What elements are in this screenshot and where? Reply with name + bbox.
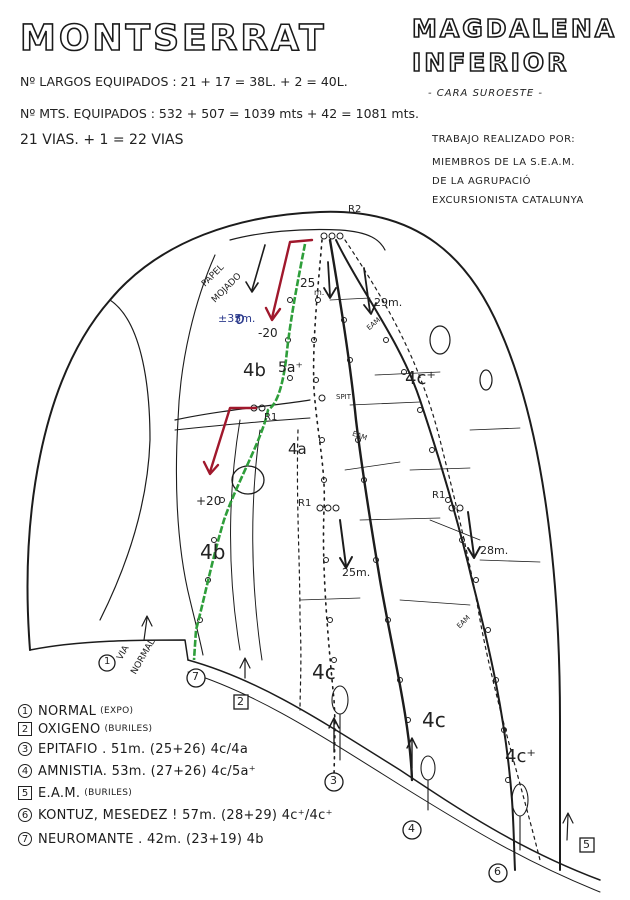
- route-5-line: [344, 239, 541, 861]
- length-28: 28m.: [480, 544, 509, 557]
- legend-item-6: 6 KONTUZ, MESEDEZ ! 57m. (28+29) 4c⁺/4c⁺: [18, 804, 333, 826]
- legend-number: 3: [18, 742, 32, 756]
- credits-line-3: DE LA AGRUPACIÓ: [432, 176, 532, 187]
- legend-label: E.A.M.: [38, 785, 81, 801]
- blue-pen-mark: [235, 314, 245, 325]
- credits-line-1: TRABAJO REALIZADO POR:: [432, 134, 576, 145]
- legend-item-2: 2 OXIGENO (BURILES): [18, 718, 152, 740]
- legend-label: AMNISTIA. 53m. (27+26) 4c/5a⁺: [38, 763, 256, 779]
- grade-4c-a: 4c: [312, 660, 336, 684]
- route-7-green: [192, 243, 307, 661]
- route-4-line: [328, 238, 414, 782]
- grade-4a: 4a: [288, 440, 307, 458]
- label-plus35: ±35m.: [218, 312, 256, 325]
- arrow-4: [339, 519, 347, 567]
- legend-item-4: 4 AMNISTIA. 53m. (27+26) 4c/5a⁺: [18, 760, 256, 782]
- legend-label: EPITAFIO . 51m. (25+26) 4c/4a: [38, 741, 249, 757]
- legend-note: (BURILES): [104, 724, 153, 734]
- route-2-line: [296, 429, 302, 711]
- buttress-line-2: [177, 254, 216, 421]
- marker-num-7: 7: [192, 670, 199, 683]
- descent-arrows: [202, 238, 314, 476]
- legend-label: OXIGENO: [38, 721, 101, 737]
- arrow-2: [327, 261, 331, 297]
- belay-r1-b: R1: [298, 498, 312, 509]
- ledge-line-2: [174, 417, 311, 431]
- ground-slope-2: [187, 671, 601, 893]
- legend-item-7: 7 NEUROMANTE . 42m. (23+19) 4b: [18, 828, 264, 850]
- length-25b: 25m.: [342, 566, 371, 579]
- marker-num-5: 5: [583, 838, 590, 851]
- stats-vias: 21 VIAS. + 1 = 22 VIAS: [20, 132, 184, 148]
- legend-number: 1: [18, 704, 32, 718]
- marker-num-6: 6: [494, 865, 501, 878]
- buttress-line-3: [175, 419, 204, 656]
- marker-num-3: 3: [330, 774, 337, 787]
- label-plus20: +20: [196, 494, 222, 508]
- legend-number: 2: [18, 722, 32, 736]
- belay-r2: R2: [348, 204, 362, 215]
- buttress-line-4: [230, 419, 241, 651]
- title-montserrat: MONTSERRAT: [19, 17, 327, 60]
- arrow-3: [363, 267, 371, 313]
- belay-r1-c: R1: [432, 490, 446, 501]
- buttress-line-1: [99, 299, 151, 621]
- arrow-5: [467, 511, 475, 557]
- arrow-1: [251, 244, 266, 291]
- subtitle-cara-suroeste: - CARA SUROESTE -: [428, 88, 543, 99]
- grade-5a: 5a⁺: [278, 360, 303, 376]
- legend-item-5: 5 E.A.M. (BURILES): [18, 782, 132, 804]
- label-spit: SPIT: [336, 393, 352, 401]
- ground-slope: [187, 659, 601, 881]
- buttress-line-5: [252, 429, 263, 661]
- belay-r1-a: R1: [264, 412, 278, 423]
- legend-number: 6: [18, 808, 32, 822]
- marker-num-4: 4: [408, 822, 415, 835]
- title-magdalena: MAGDALENA: [411, 13, 618, 44]
- bolts: [197, 232, 511, 783]
- marker-num-2: 2: [237, 695, 244, 708]
- title-inferior: INFERIOR: [411, 47, 570, 78]
- legend-label: NORMAL: [38, 703, 97, 719]
- legend-note: (EXPO): [100, 706, 134, 716]
- legend-number: 5: [18, 786, 32, 800]
- stats-metros: Nº MTS. EQUIPADOS : 532 + 507 = 1039 mts…: [20, 106, 419, 121]
- length-25-m: m.: [314, 288, 325, 297]
- grade-4b-low: 4b: [200, 540, 226, 564]
- credits-line-2: MIEMBROS DE LA S.E.A.M.: [432, 157, 575, 168]
- grade-4b-top: 4b: [243, 360, 266, 381]
- crest-line: [229, 228, 386, 251]
- grade-4c-c: 4c⁺: [505, 746, 536, 767]
- legend-note: (BURILES): [84, 788, 133, 798]
- grade-4c-upper: 4c⁺: [405, 368, 436, 389]
- legend-number: 4: [18, 764, 32, 778]
- legend-label: KONTUZ, MESEDEZ ! 57m. (28+29) 4c⁺/4c⁺: [38, 807, 333, 823]
- legend-item-1: 1 NORMAL (EXPO): [18, 700, 133, 722]
- length-29: 29m.: [374, 296, 403, 309]
- length-25: 25: [300, 276, 316, 290]
- trees: [331, 685, 529, 851]
- label-minus20: -20: [258, 326, 278, 340]
- grade-4c-b: 4c: [422, 708, 446, 732]
- legend-number: 7: [18, 832, 32, 846]
- ground-line-left: [29, 639, 189, 661]
- legend-item-3: 3 EPITAFIO . 51m. (25+26) 4c/4a: [18, 738, 248, 760]
- ledge-line: [174, 399, 311, 421]
- marker-num-1: 1: [104, 656, 111, 667]
- rock-outline: [26, 210, 562, 871]
- legend-label: NEUROMANTE . 42m. (23+19) 4b: [38, 831, 264, 847]
- credits-line-4: EXCURSIONISTA CATALUNYA: [432, 195, 584, 206]
- stats-largos: Nº LARGOS EQUIPADOS : 21 + 17 = 38L. + 2…: [20, 74, 348, 89]
